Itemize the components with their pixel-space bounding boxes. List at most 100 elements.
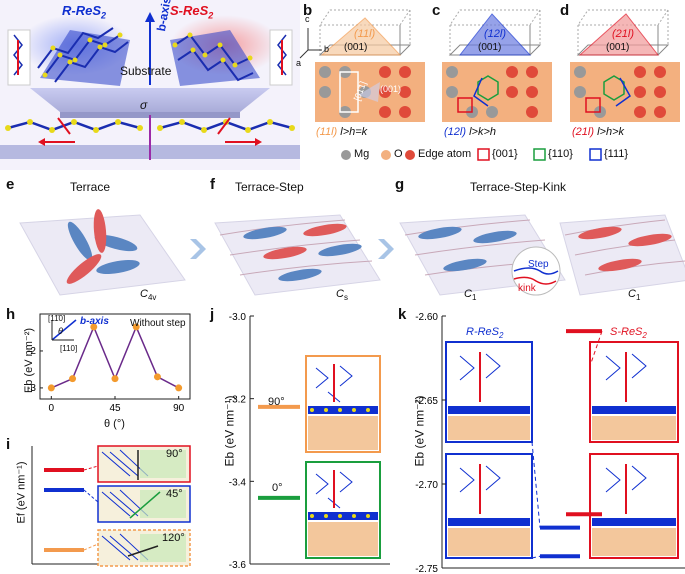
- legend: Mg O Edge atom {001} {110} {111}: [340, 146, 685, 164]
- k-ytick-label: -2.75: [415, 564, 438, 574]
- panel-label-e: e: [6, 176, 15, 193]
- k-connector-r: [531, 441, 541, 528]
- o-legend-swatch: [381, 150, 391, 160]
- k-ytick-label: -2.60: [415, 312, 438, 323]
- panel-a: R-ReS2 S-ReS2 b-axis Substrate σ: [0, 0, 300, 170]
- panel-c: (12l) (001) (12l) l>k>h: [430, 0, 560, 140]
- panel-b: (11l) (001) c a b [01̄1] (001) (11l) l>h…: [296, 0, 430, 140]
- r-res2-title: R-ReS2: [62, 3, 107, 21]
- edge-legend-swatch: [405, 150, 415, 160]
- f-title: Terrace-Step: [235, 180, 304, 194]
- h-data-point: [175, 384, 183, 392]
- c-face-label: (12l): [484, 28, 507, 40]
- s-res2-crystal: [170, 30, 260, 86]
- r-res2-crystal: [37, 27, 130, 86]
- h-xtick-label: 45: [109, 403, 121, 414]
- i-inset-120: [97, 529, 191, 567]
- k-inset-s-bottom: [589, 453, 679, 559]
- h-data-point: [90, 323, 98, 331]
- c-plane-label: (001): [478, 42, 502, 53]
- legend-f111: {111}: [604, 148, 629, 160]
- panel-label-g: g: [395, 176, 405, 193]
- j-ytick-label: -3.0: [229, 312, 247, 323]
- legend-f110: {110}: [548, 148, 573, 160]
- kink-label: kink: [518, 283, 536, 294]
- panel-a-illustration: [0, 0, 300, 170]
- k-connector-r2: [531, 555, 541, 559]
- panels-efg-illustration: [19, 209, 685, 296]
- h-data-point: [69, 375, 77, 383]
- h-data-point: [111, 375, 119, 383]
- h-xlabel: θ (°): [104, 418, 125, 430]
- k-inset-r-top: [445, 341, 533, 443]
- d-plane-label: (001): [606, 42, 630, 53]
- h-ylabel: Eb (eV nm⁻²): [23, 327, 36, 394]
- g-title: Terrace-Step-Kink: [470, 180, 567, 194]
- axis-b-label: b: [324, 44, 330, 54]
- panel-label-k: k: [398, 306, 407, 323]
- j-ytick-label: -3.6: [229, 560, 247, 571]
- substrate-label: Substrate: [120, 64, 172, 78]
- h-baxis: b-axis: [80, 316, 109, 327]
- h-note: Without step: [130, 318, 186, 329]
- f-symmetry: Cs: [336, 288, 348, 303]
- legend-mg: Mg: [354, 148, 370, 160]
- i-label-45: 45°: [166, 488, 183, 500]
- h-theta: θ: [58, 326, 63, 336]
- j-chart: -3.0 -3.2 -3.4 -3.6: [229, 312, 390, 571]
- panel-label-j: j: [210, 306, 215, 323]
- s-res2-title: S-ReS2: [170, 3, 214, 21]
- e-title: Terrace: [70, 180, 111, 194]
- panel-d-illustration: [570, 9, 680, 122]
- k-ytick-label: -2.70: [415, 480, 438, 491]
- panel-d: (21l) (001) (21l) l>h>k: [560, 0, 685, 140]
- d-caption: (21l) l>h>k: [572, 126, 624, 138]
- kink-zoom-circle: [511, 246, 561, 296]
- h-baxis-arrow: [51, 319, 77, 341]
- i-label-90: 90°: [166, 448, 183, 460]
- b-inner-label: (001): [380, 84, 402, 94]
- f111-legend-swatch: [589, 148, 602, 161]
- j-label-0: 0°: [272, 482, 283, 494]
- k-inset-r-bottom: [445, 453, 533, 559]
- k-r-label: R-ReS2: [466, 326, 504, 341]
- j-ytick-label: -3.4: [229, 477, 247, 488]
- k-ytick-label: -2.65: [415, 396, 438, 407]
- step-label: Step: [528, 259, 549, 270]
- g-symmetry-2: C1: [628, 288, 641, 303]
- k-chart: -2.60 -2.65 -2.70 -2.75: [415, 312, 685, 574]
- panel-label-b: b: [303, 2, 313, 19]
- mg-legend-swatch: [341, 150, 351, 160]
- panel-label-d: d: [560, 2, 570, 19]
- b-face-label: (11l): [354, 28, 376, 40]
- chevron-right-icon: [378, 239, 394, 259]
- f110-legend-swatch: [533, 148, 546, 161]
- substrate-plate: [30, 88, 270, 112]
- h-data-point: [47, 384, 55, 392]
- j-inset-0: [305, 461, 381, 559]
- c-caption: (12l) l>k>h: [444, 126, 496, 138]
- legend-edge: Edge atom: [418, 148, 472, 160]
- e-symmetry: C4v: [140, 288, 157, 303]
- h-dir1: [11̄0]: [48, 314, 66, 323]
- k-connector-s: [589, 330, 603, 367]
- panel-i: Ef (eV nm⁻¹) 90° 45° 120°: [0, 436, 200, 574]
- h-data-point: [153, 373, 161, 381]
- i-chart: [31, 445, 191, 567]
- panel-label-h: h: [6, 306, 16, 323]
- panel-j: -3.0 -3.2 -3.4 -3.6 Eb (eV nm⁻¹) 90° 0°: [210, 306, 390, 574]
- j-label-90: 90°: [268, 396, 285, 408]
- j-inset-90: [305, 355, 381, 453]
- panel-b-illustration: [299, 9, 425, 122]
- panel-label-c: c: [432, 2, 441, 19]
- sigma-label: σ: [140, 98, 148, 112]
- h-data-point: [132, 323, 140, 331]
- panel-label-i: i: [6, 436, 11, 453]
- j-ytick-label: -3.2: [229, 395, 247, 406]
- axis-c-label: c: [305, 14, 310, 24]
- f001-legend-swatch: [477, 148, 490, 161]
- j-ylabel: Eb (eV nm⁻¹): [222, 395, 237, 467]
- panel-k: -2.60-2.65-2.70-2.75 Eb (eV nm⁻²) R-ReS2…: [400, 306, 685, 574]
